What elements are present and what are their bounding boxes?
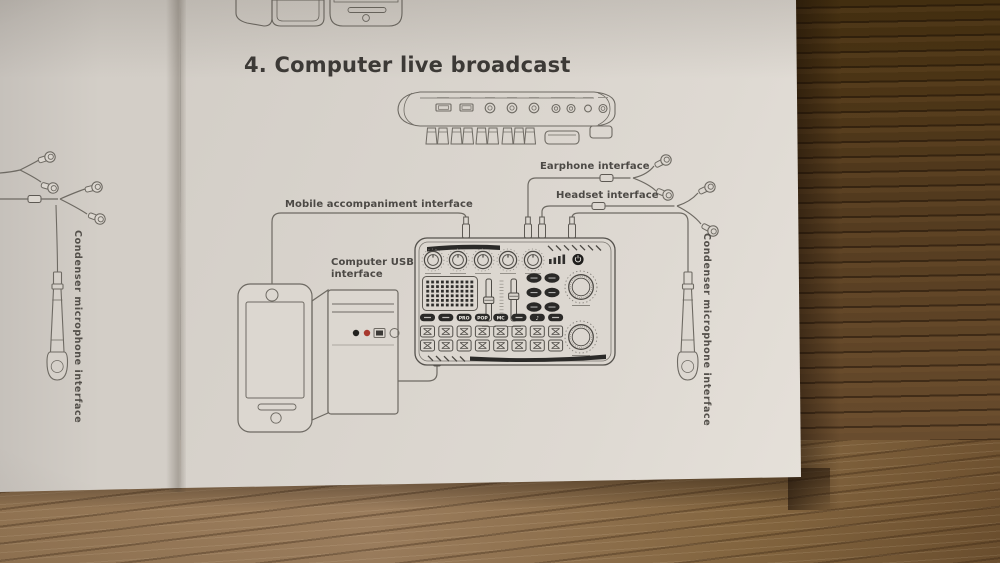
tower-jack-red [363, 329, 371, 337]
condenser-mic-right-drawing [676, 271, 699, 381]
condenser-mic-left-drawing [46, 204, 69, 381]
big-knob-mic [564, 270, 598, 306]
oval-buttons [526, 273, 560, 312]
condenser-mic-left-label: Condenser microphone interface [72, 230, 83, 424]
earphone-label: Earphone interface [540, 161, 650, 172]
headset-label: Headset interface [556, 190, 659, 201]
computer-usb-label: Computer USB interface [331, 257, 415, 280]
soundcard-rear-panel-drawing [397, 91, 616, 145]
tower-usb-port [373, 328, 386, 338]
phone-drawing [237, 283, 313, 433]
earbuds-drawing-earphone [632, 152, 676, 203]
panel-top-stripe [427, 244, 500, 252]
previous-section-tower-drawing [235, 0, 325, 27]
tower-jack-black [352, 329, 360, 337]
power-icon [572, 253, 584, 266]
effect-pill-buttons: PRO POP MC ♪ [420, 313, 564, 322]
cable-lines [271, 177, 689, 382]
button-matrix [422, 276, 478, 311]
previous-section-phone-drawing [329, 0, 403, 27]
pill-label-pop: POP [477, 315, 488, 321]
panel-bottom-stripe [470, 354, 606, 363]
earbuds-drawing-headset [676, 179, 721, 239]
section-heading: 4. Computer live broadcast [244, 53, 571, 77]
pill-label-pro: PRO [459, 315, 470, 321]
condenser-mic-right-label: Condenser microphone interface [701, 233, 712, 427]
gain-knobs-row [421, 248, 545, 274]
pc-tower-drawing [311, 288, 400, 421]
page-fold-crease [166, 0, 186, 492]
panel-bottom-hatch [427, 355, 466, 362]
led-meter [549, 254, 566, 264]
mobile-accompaniment-label: Mobile accompaniment interface [285, 199, 473, 210]
pill-label-mc: MC [497, 315, 506, 321]
soundcard-front-drawing: PRO POP MC ♪ [414, 237, 616, 366]
big-knob-volume [564, 320, 598, 356]
pill-label-note: ♪ [536, 316, 539, 322]
left-page-earbuds-drawing [0, 149, 108, 227]
